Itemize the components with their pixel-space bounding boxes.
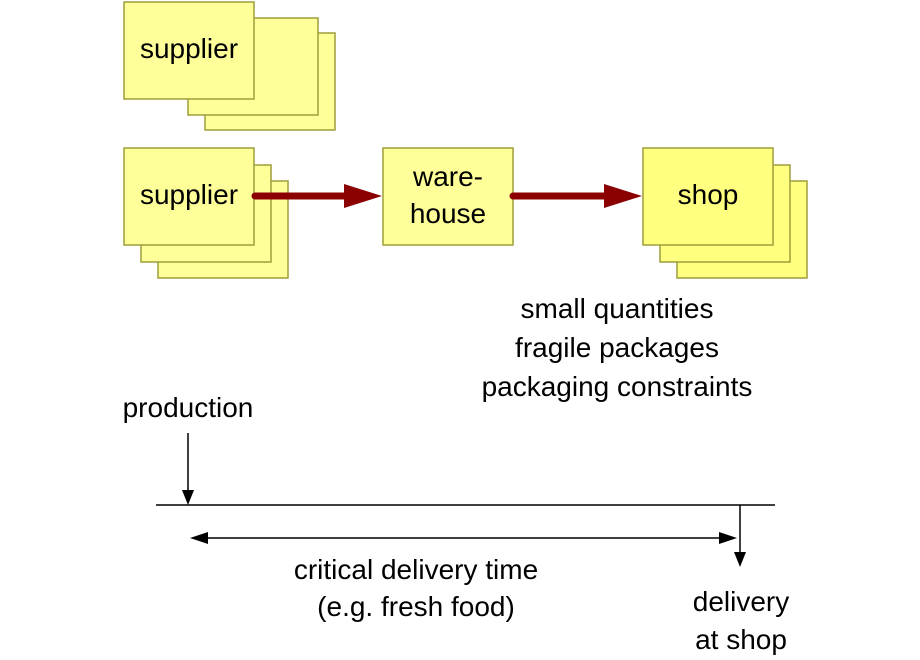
shop-label: shop [678,179,739,210]
timeline: production critical delivery time (e.g. … [123,392,790,655]
flow-arrow-supplier-warehouse [251,184,382,208]
warehouse-label-line1: ware- [412,161,483,192]
warehouse-node: ware- house [382,147,514,246]
supplier-stack-top: supplier [123,1,336,131]
supplier-box-top [123,1,255,100]
delivery-label-line1: delivery [693,586,789,617]
constraint-fragile-packages: fragile packages [515,332,719,363]
flow-arrow-warehouse-shop [509,184,642,208]
supplier-stack-mid: supplier [123,147,289,279]
supplier-box-mid [123,147,255,246]
supplier-top-label: supplier [140,33,238,64]
delivery-time-label-line1: critical delivery time [294,554,538,585]
warehouse-box [382,147,514,246]
warehouse-label-line2: house [410,198,486,229]
shop-box [642,147,774,246]
supplier-mid-label: supplier [140,179,238,210]
constraints-list: small quantities fragile packages packag… [482,293,753,402]
constraint-small-quantities: small quantities [521,293,714,324]
delivery-time-label-line2: (e.g. fresh food) [317,591,515,622]
constraint-packaging: packaging constraints [482,371,753,402]
shop-stack: shop [642,147,808,279]
production-label: production [123,392,254,423]
delivery-label-line2: at shop [695,624,787,655]
